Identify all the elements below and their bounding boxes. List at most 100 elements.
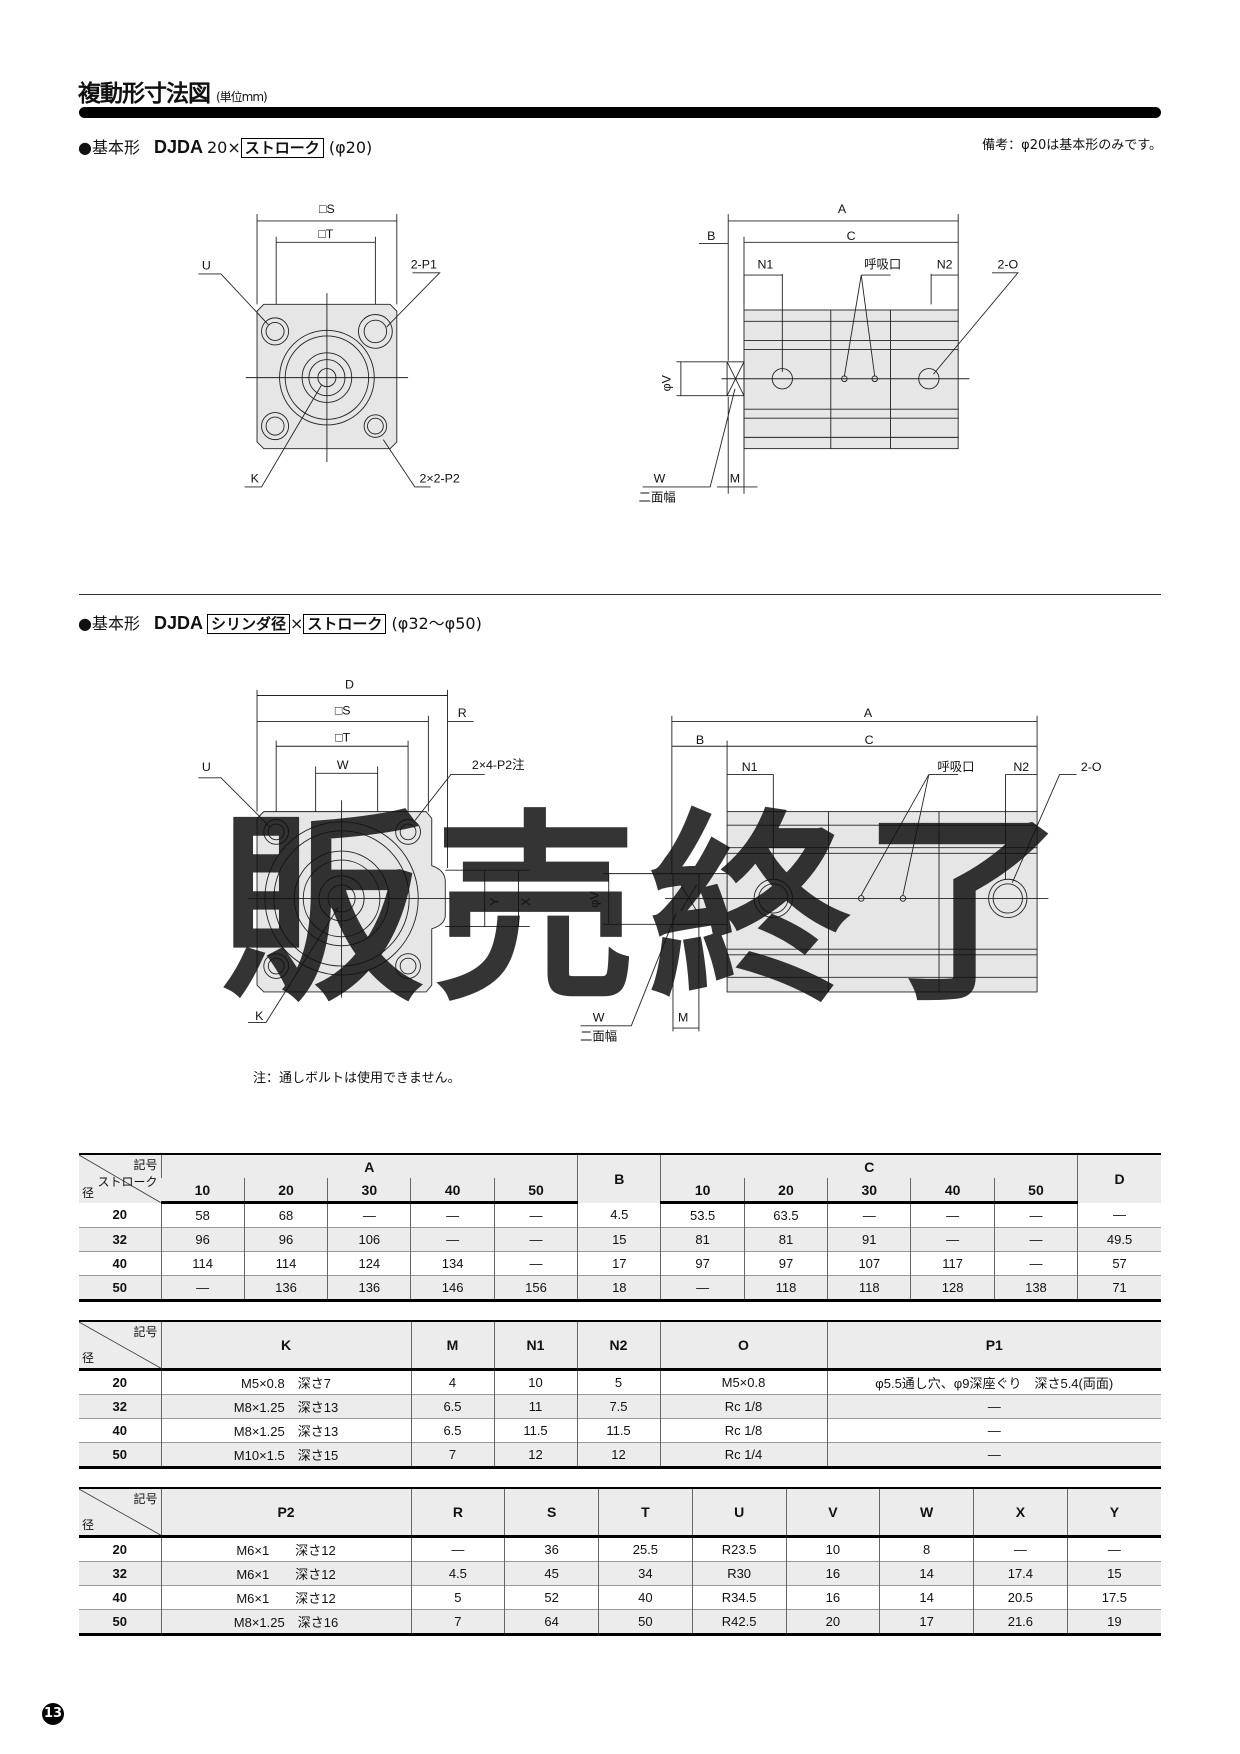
table-corner-header: 記号 径	[79, 1488, 161, 1538]
table-cell: M8×1.25 深さ13	[160, 1394, 411, 1419]
table-cell: 5	[410, 1585, 505, 1610]
dim-label-n2: N2	[937, 257, 953, 271]
bore-cell: 20	[112, 1375, 127, 1390]
table-cell: 17	[577, 1251, 661, 1276]
table-cell: 7.5	[576, 1394, 660, 1419]
flats-label: 二面幅	[639, 490, 676, 505]
bore-cell: 40	[112, 1256, 127, 1271]
section2-bullet: ●基本形	[78, 614, 140, 633]
table-cell: 15	[1066, 1561, 1161, 1586]
table-cell: M8×1.25 深さ16	[160, 1609, 411, 1635]
section1-model: DJDA	[153, 137, 203, 157]
section2-suffix: (φ32〜φ50)	[391, 614, 482, 633]
table-cell: —	[827, 1202, 911, 1228]
table-cell: —	[826, 1394, 1161, 1419]
dim-label-u: U	[202, 258, 211, 272]
bore-cell: 32	[79, 1394, 161, 1419]
dim-label-p2-2: 2×4-P2注	[472, 757, 525, 772]
col-header-p2: P2	[160, 1488, 411, 1538]
flats-label-2: 二面幅	[580, 1028, 617, 1043]
col-header-x: X	[973, 1488, 1068, 1538]
table-cell: 136	[327, 1275, 411, 1301]
dim-label-p2: 2×2-P2	[420, 471, 460, 485]
table-cell: —	[493, 1227, 578, 1252]
table-cell: 64	[504, 1609, 599, 1635]
table-cell: 118	[743, 1275, 828, 1301]
dim-label-a: A	[838, 202, 847, 216]
table-cell: —	[826, 1442, 1161, 1468]
stroke-header-a-50: 50	[493, 1178, 578, 1204]
table-cell: M5×0.8	[659, 1369, 827, 1395]
section2-bore-box: シリンダ径	[206, 614, 290, 634]
col-header-y: Y	[1066, 1488, 1161, 1538]
table-cell: 106	[327, 1227, 411, 1252]
stroke-header-a-10: 10	[161, 1178, 245, 1204]
table-cell: 17.5	[1066, 1585, 1161, 1610]
table-cell: R23.5	[691, 1536, 786, 1562]
table-cell: 40	[598, 1585, 693, 1610]
table-cell: 11.5	[576, 1418, 660, 1443]
table-cell: 4	[410, 1369, 494, 1395]
section1-suffix: (φ20)	[328, 138, 373, 157]
table-cell: 19	[1066, 1609, 1161, 1635]
dim-label-t: □T	[318, 227, 333, 241]
col-header-v: V	[785, 1488, 880, 1538]
table-cell: 25.5	[598, 1536, 693, 1562]
table-cell: —	[993, 1227, 1078, 1252]
dim-label-m: M	[730, 471, 740, 485]
table-cell: 16	[785, 1585, 880, 1610]
table-cell: 11	[493, 1394, 577, 1419]
corner-stroke: ストローク	[97, 1175, 158, 1189]
section-divider	[79, 594, 1161, 595]
table-cell: 134	[410, 1251, 495, 1276]
corner-symbol: 記号	[133, 1325, 158, 1339]
dim-label-d: D	[345, 678, 354, 692]
table-cell: 10	[493, 1369, 577, 1395]
table-cell: 4.5	[577, 1202, 661, 1228]
col-header-t: T	[598, 1488, 693, 1538]
table-cell: 11.5	[493, 1418, 577, 1443]
drawing1-front-view	[198, 214, 441, 488]
drawing2-side-view	[580, 715, 1077, 1032]
table-cell: —	[826, 1418, 1161, 1443]
table-cell: 52	[504, 1585, 599, 1610]
col-group-a: A	[160, 1154, 578, 1178]
dim-label-n1-2: N1	[742, 760, 758, 774]
table-corner-header: 記号 ストローク 径	[79, 1154, 161, 1203]
table-cell: 20.5	[973, 1585, 1068, 1610]
table-cell: 136	[243, 1275, 328, 1301]
table-cell: 18	[577, 1275, 661, 1301]
dim-label-r: R	[458, 706, 467, 720]
table-cell: M8×1.25 深さ13	[160, 1418, 411, 1443]
table-cell: —	[327, 1202, 411, 1228]
bore-cell: 20	[112, 1542, 127, 1557]
table-cell: 6.5	[410, 1394, 494, 1419]
table-cell: —	[1066, 1536, 1161, 1562]
col-header-n1: N1	[493, 1321, 577, 1371]
table-corner-header: 記号 径	[79, 1321, 161, 1371]
bore-cell: 20	[112, 1207, 127, 1223]
table-cell: 117	[910, 1251, 995, 1276]
table-cell: 91	[827, 1227, 911, 1252]
table-cell: —	[910, 1202, 995, 1228]
col-header-p1: P1	[826, 1321, 1161, 1371]
col-header-s: S	[504, 1488, 599, 1538]
table-cell: 14	[879, 1585, 974, 1610]
bore-cell: 50	[79, 1609, 161, 1635]
page-title: 複動形寸法図(単位mm)	[78, 74, 268, 108]
dim-label-x: X	[519, 898, 533, 906]
table-cell: 96	[160, 1227, 245, 1252]
stroke-header-a-20: 20	[243, 1178, 328, 1204]
table-cell: 6.5	[410, 1418, 494, 1443]
section1-prefix: 20×	[206, 138, 241, 157]
col-header-u: U	[691, 1488, 786, 1538]
corner-bore: 径	[82, 1185, 95, 1200]
